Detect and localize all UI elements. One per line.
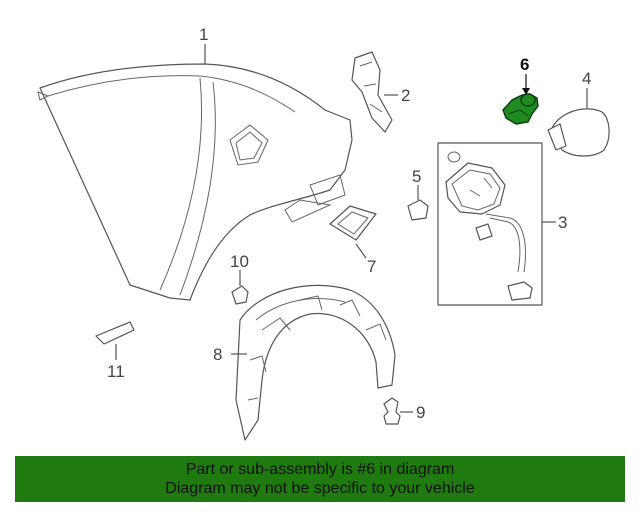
fuel-door-assembly-part-3[interactable] xyxy=(437,142,543,306)
callout-5: 5 xyxy=(412,167,421,186)
cover-part-7[interactable] xyxy=(329,205,377,241)
callout-9: 9 xyxy=(416,403,425,422)
quarter-panel-part-1[interactable] xyxy=(37,63,353,301)
wheel-liner-part-8[interactable] xyxy=(235,284,396,441)
banner-line-2: Diagram may not be specific to your vehi… xyxy=(165,480,475,497)
callout-10: 10 xyxy=(230,252,249,271)
callout-8: 8 xyxy=(213,345,222,364)
callout-6: 6 xyxy=(520,55,529,74)
bracket-part-2[interactable] xyxy=(351,51,393,133)
info-banner: Part or sub-assembly is #6 in diagram Di… xyxy=(15,456,625,502)
clip-part-10[interactable] xyxy=(231,285,249,305)
trim-part-11[interactable] xyxy=(95,321,135,345)
callout-1: 1 xyxy=(199,25,208,44)
callout-2: 2 xyxy=(401,86,410,105)
push-clip-part-9[interactable] xyxy=(383,397,401,425)
callout-3: 3 xyxy=(558,213,567,232)
callout-7: 7 xyxy=(367,257,376,276)
callout-4: 4 xyxy=(582,69,591,88)
parts-diagram: 1 2 3 4 5 6 xyxy=(37,25,610,441)
fuel-lid-part-4[interactable] xyxy=(547,108,610,157)
clip-part-5[interactable] xyxy=(407,199,429,221)
highlighted-part-6[interactable] xyxy=(502,93,539,125)
callout-11: 11 xyxy=(107,362,125,381)
banner-line-1: Part or sub-assembly is #6 in diagram xyxy=(185,461,455,478)
